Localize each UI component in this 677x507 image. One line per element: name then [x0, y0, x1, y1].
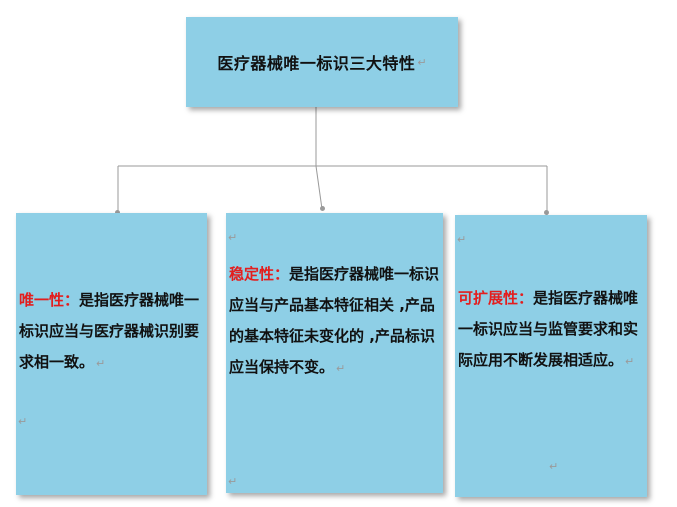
paragraph-mark: ↵ [96, 357, 106, 370]
branch-middle [315, 165, 323, 210]
term-stability: 稳定性： [229, 265, 290, 283]
node-stability-text: 稳定性：是指医疗器械唯一标识应当与产品基本特征相关 ,产品的基本特征未变化的 ,… [229, 259, 440, 384]
term-extensibility: 可扩展性： [458, 289, 534, 307]
paragraph-mark: ↵ [18, 415, 28, 428]
paragraph-mark: ↵ [625, 355, 635, 368]
node-stability: ↵ 稳定性：是指医疗器械唯一标识应当与产品基本特征相关 ,产品的基本特征未变化的… [226, 213, 443, 493]
paragraph-mark: ↵ [549, 460, 559, 473]
term-uniqueness: 唯一性： [19, 291, 80, 309]
desc-stability: 是指医疗器械唯一标识应当与产品基本特征相关 ,产品的基本特征未变化的 ,产品标识… [229, 265, 440, 376]
root-node: 医疗器械唯一标识三大特性 ↵ [186, 17, 458, 107]
paragraph-mark: ↵ [336, 362, 346, 375]
paragraph-mark: ↵ [457, 233, 467, 246]
paragraph-mark: ↵ [228, 475, 238, 488]
desc-extensibility: 是指医疗器械唯一标识应当与监管要求和实际应用不断发展相适应。 [458, 289, 639, 369]
root-title: 医疗器械唯一标识三大特性 [217, 54, 416, 73]
paragraph-mark: ↵ [417, 55, 427, 69]
connector-dot-middle [320, 206, 325, 211]
connector-dot-right [544, 210, 549, 215]
node-uniqueness-text: 唯一性：是指医疗器械唯一标识应当与医疗器械识别要求相一致。↵ [19, 285, 204, 379]
desc-uniqueness: 是指医疗器械唯一标识应当与医疗器械识别要求相一致。 [19, 291, 200, 371]
node-extensibility-text: 可扩展性：是指医疗器械唯一标识应当与监管要求和实际应用不断发展相适应。↵ [458, 283, 644, 377]
connector-dot-left [115, 210, 120, 215]
paragraph-mark: ↵ [228, 231, 238, 244]
node-uniqueness: 唯一性：是指医疗器械唯一标识应当与医疗器械识别要求相一致。↵ ↵ [16, 213, 207, 495]
node-extensibility: ↵ 可扩展性：是指医疗器械唯一标识应当与监管要求和实际应用不断发展相适应。↵ ↵ [455, 215, 647, 497]
